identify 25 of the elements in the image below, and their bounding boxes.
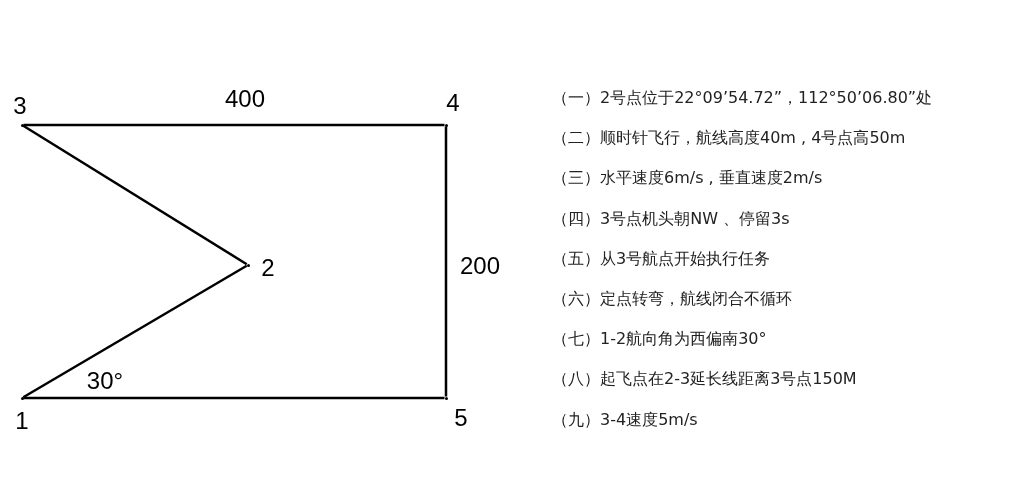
point-number: 4 (446, 91, 460, 115)
note-text: （一）2号点位于22°09’54.72”，112°50’06.80”处 (552, 90, 933, 106)
note-text: （七）1-2航向角为西偏南30° (552, 331, 767, 348)
point-number: 3 (13, 94, 27, 118)
note-text: （二）顺时针飞行，航线高度40m , 4号点高50m (552, 130, 906, 147)
note-text: （四）3号点机头朝NW 、停留3s (552, 210, 790, 227)
vertex-point (246, 263, 250, 267)
route-line (22, 124, 248, 266)
route-line (22, 264, 248, 399)
note-text: （九）3-4速度5m/s (552, 411, 698, 428)
point-number: 1 (15, 409, 29, 433)
vertex-point (20, 123, 24, 127)
route-line (444, 126, 448, 397)
note-text: （八）起飞点在2-3延长线距离3号点150M (552, 371, 857, 388)
vertex-point (444, 396, 448, 400)
route-line (23, 123, 445, 127)
vertex-point (444, 123, 448, 127)
note-text: （五）从3号航点开始执行任务 (552, 250, 771, 267)
point-number: 2 (261, 256, 275, 280)
note-text: （六）定点转弯，航线闭合不循环 (552, 291, 792, 307)
angle-label: 30° (86, 369, 124, 393)
route-line (23, 396, 445, 400)
vertex-point (20, 396, 24, 400)
point-number: 5 (454, 406, 468, 430)
note-text: （三）水平速度6m/s , 垂直速度2m/s (552, 170, 823, 187)
